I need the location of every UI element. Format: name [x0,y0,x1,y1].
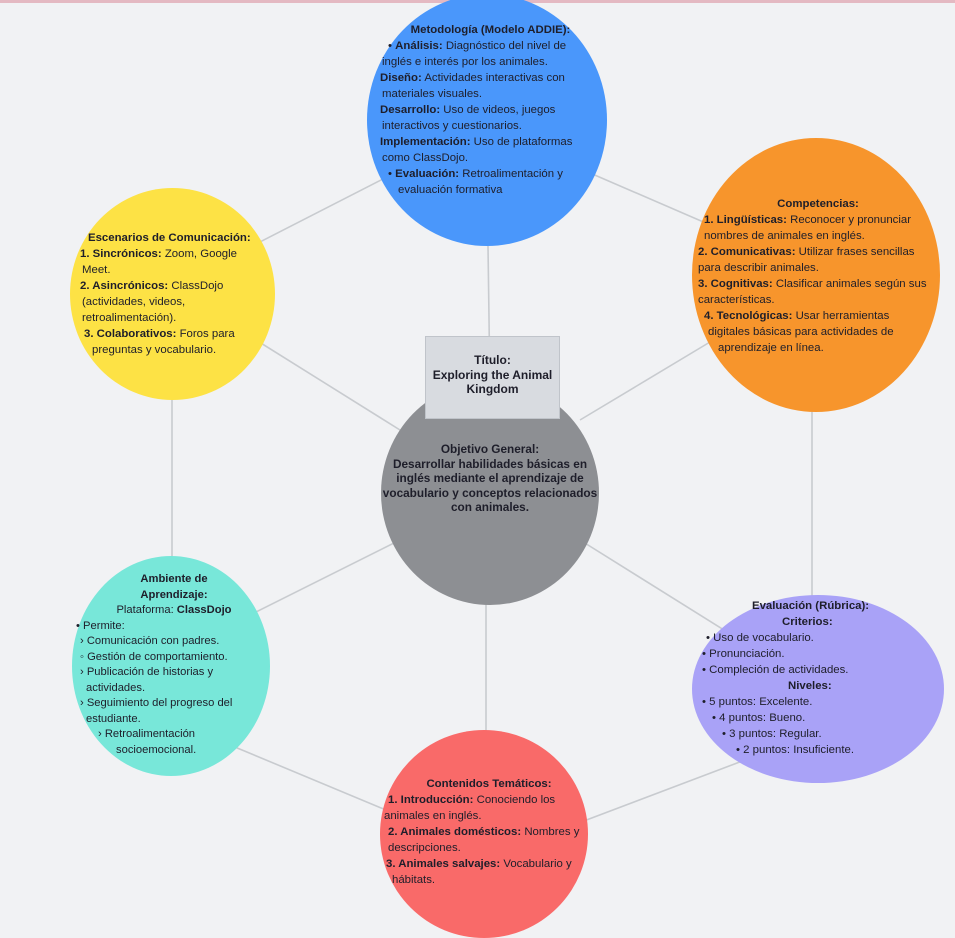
objective-line-4: con animales. [450,500,530,514]
comp-item-4: 4. Tecnológicas: Usar herramientas [704,310,890,322]
link-eval-cont [559,759,746,831]
link-comp-center [579,329,731,421]
eval-criterion-1: • Uso de vocabulario. [706,632,814,644]
cont-item-3-cont: hábitats. [392,874,436,886]
eval-criterion-2: • Pronunciación. [702,648,785,660]
cont-item-2: 2. Animales domésticos: Nombres y [388,826,580,838]
meth-item-3-cont: interactivos y cuestionarios. [382,120,522,132]
objective-line-2: inglés mediante el aprendizaje de [396,471,584,485]
contents-heading: Contenidos Temáticos: [426,778,552,790]
esc-item-3-cont: preguntas y vocabulario. [92,344,217,356]
comp-item-4-cont2: aprendizaje en línea. [718,342,824,354]
meth-item-5: • Evaluación: Retroalimentación y [388,168,563,180]
env-item-3: › Publicación de historias y [80,666,214,678]
eval-level-1: • 5 puntos: Excelente. [702,696,813,708]
env-item-5: › Retroalimentación [98,728,196,740]
comp-item-3-cont: características. [698,294,775,306]
cont-item-2-cont: descripciones. [388,842,461,854]
link-center-amb [239,539,401,621]
evaluation-levels-heading: Niveles: [788,680,832,692]
title-box: Título: Exploring the Animal Kingdom [425,336,560,419]
esc-item-3: 3. Colaborativos: Foros para [84,328,235,340]
methodology-text: Metodología (Modelo ADDIE): • Análisis: … [378,22,603,198]
comp-item-3: 3. Cognitivas: Clasificar animales según… [698,278,927,290]
eval-level-2: • 4 puntos: Bueno. [712,712,806,724]
evaluation-text: Evaluación (Rúbrica): Criterios: • Uso d… [702,598,938,758]
objective-heading: Objetivo General: [440,442,540,456]
environment-heading-2: Aprendizaje: [140,588,208,601]
esc-item-2-cont2: retroalimentación). [82,312,177,324]
objective-line-1: Desarrollar habilidades básicas en [392,456,588,471]
meth-item-2: Diseño: Actividades interactivas con [380,72,565,84]
cont-item-3: 3. Animales salvajes: Vocabulario y [386,858,572,870]
meth-item-4-cont: como ClassDojo. [382,152,469,164]
env-item-4-cont: estudiante. [86,712,141,725]
environment-allows: • Permite: [76,619,125,632]
esc-item-2: 2. Asincrónicos: ClassDojo [80,280,224,292]
title-line-1: Exploring the Animal [432,367,553,382]
scenarios-text: Escenarios de Comunicación: 1. Sincrónic… [80,230,270,358]
link-amb-cont [229,744,411,821]
methodology-node [367,0,607,246]
title-label: Título: [474,353,511,367]
eval-criterion-3: • Compleción de actividades. [702,664,849,676]
scenarios-node [70,188,275,400]
esc-item-1: 1. Sincrónicos: Zoom, Google [80,248,237,260]
meth-item-2-cont: materiales visuales. [382,88,483,100]
comp-item-2: 2. Comunicativas: Utilizar frases sencil… [698,246,915,258]
env-item-1: › Comunicación con padres. [80,635,220,647]
meth-item-4: Implementación: Uso de plataformas [380,136,573,148]
meth-item-1-cont: inglés e interés por los animales. [382,56,548,68]
environment-platform: Plataforma: ClassDojo [116,604,232,616]
contents-text: Contenidos Temáticos: 1. Introducción: C… [384,776,594,888]
comp-item-4-cont: digitales básicas para actividades de [708,326,894,338]
evaluation-criteria-heading: Criterios: [782,616,833,628]
env-item-2: ◦ Gestión de comportamiento. [80,650,228,663]
env-item-3-cont: actividades. [86,681,146,694]
comp-item-2-cont: para describir animales. [698,262,819,274]
comp-item-1-cont: nombres de animales en inglés. [704,230,865,242]
competencies-text: Competencias: 1. Lingüísticas: Reconocer… [698,196,938,356]
env-item-5-cont: socioemocional. [116,743,197,756]
esc-item-1-cont: Meet. [82,264,111,276]
eval-level-4: • 2 puntos: Insuficiente. [736,744,854,756]
link-center-eval [579,539,741,641]
competencies-node [692,138,940,412]
cont-item-1-cont: animales en inglés. [384,810,482,822]
link-esc-center [239,329,401,431]
environment-node [72,556,270,776]
meth-item-1: • Análisis: Diagnóstico del nivel de [388,40,567,52]
environment-heading-1: Ambiente de [140,573,208,585]
objective-line-3: vocabulario y conceptos relacionados [382,485,598,500]
meth-item-5-cont: evaluación formativa [398,184,503,196]
comp-item-1: 1. Lingüísticas: Reconocer y pronunciar [704,214,912,226]
competencies-heading: Competencias: [777,198,859,210]
env-item-4: › Seguimiento del progreso del [80,697,233,709]
objective-text: Objetivo General: Desarrollar habilidade… [381,442,599,515]
evaluation-heading: Evaluación (Rúbrica): [752,600,870,612]
eval-level-3: • 3 puntos: Regular. [722,728,822,740]
cont-item-1: 1. Introducción: Conociendo los [388,794,556,806]
environment-text: Ambiente de Aprendizaje: Plataforma: Cla… [76,572,272,758]
esc-item-2-cont: (actividades, videos, [82,296,186,308]
methodology-heading: Metodología (Modelo ADDIE): [410,24,571,36]
contents-node [380,730,588,938]
title-line-2: Kingdom [466,382,519,396]
meth-item-3: Desarrollo: Uso de videos, juegos [380,104,556,116]
evaluation-node [692,595,944,783]
scenarios-heading: Escenarios de Comunicación: [88,232,251,244]
